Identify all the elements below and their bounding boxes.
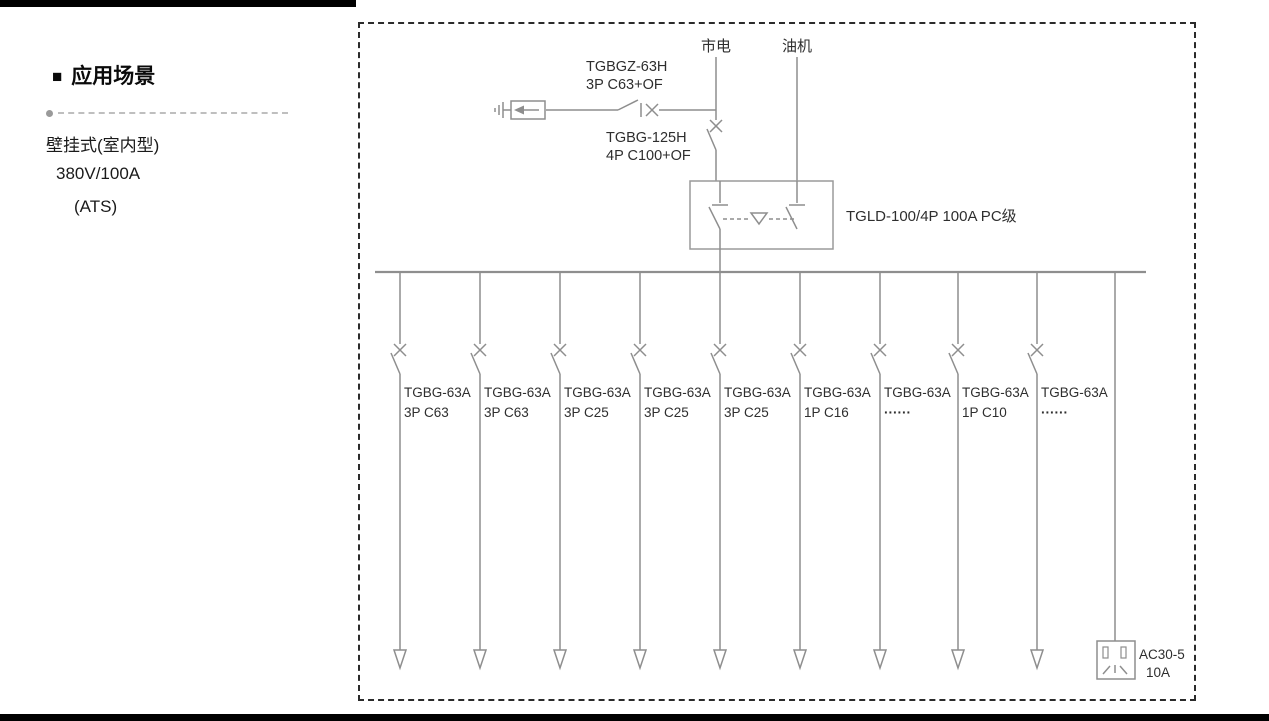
main-breaker-spec: 4P C100+OF bbox=[606, 148, 691, 164]
spd-breaker-spec: 3P C63+OF bbox=[586, 77, 663, 93]
feeder-6-spec: 1P C16 bbox=[804, 405, 849, 420]
feeder-3-line bbox=[550, 271, 567, 669]
feeder-3-model: TGBG-63A bbox=[564, 385, 631, 400]
mains-line bbox=[706, 57, 723, 181]
top-edge-bar bbox=[0, 0, 356, 7]
feeder-6-line bbox=[790, 271, 807, 669]
separator-dot-icon bbox=[46, 110, 53, 117]
ats-switch bbox=[689, 180, 834, 272]
feeder-7-spec: ······ bbox=[884, 405, 911, 420]
ats-box bbox=[689, 180, 834, 250]
feeder-4-model: TGBG-63A bbox=[644, 385, 711, 400]
socket-feeder bbox=[1096, 272, 1136, 680]
feeder-1-spec: 3P C63 bbox=[404, 405, 449, 420]
feeder-2-line bbox=[470, 271, 487, 669]
square-bullet-icon: ■ bbox=[52, 67, 63, 86]
sidebar: ■ 应用场景 壁挂式(室内型) 380V/100A (ATS) bbox=[0, 0, 350, 721]
feeder-2-spec: 3P C63 bbox=[484, 405, 529, 420]
spd-branch bbox=[494, 99, 716, 120]
section-heading: ■ 应用场景 bbox=[52, 60, 155, 90]
socket-rating-label: 10A bbox=[1146, 665, 1170, 680]
ats-mechanism-icon bbox=[749, 212, 769, 226]
rating-label: 380V/100A bbox=[56, 164, 141, 183]
feeder-7-model: TGBG-63A bbox=[884, 385, 951, 400]
feeder-1-model: TGBG-63A bbox=[404, 385, 471, 400]
feeder-2-model: TGBG-63A bbox=[484, 385, 551, 400]
spd-breaker-model: TGBGZ-63H bbox=[586, 59, 667, 75]
generator-label: 油机 bbox=[782, 38, 812, 55]
main-breaker-model: TGBG-125H bbox=[606, 130, 687, 146]
feeder-3-spec: 3P C25 bbox=[564, 405, 609, 420]
feeder-7-line bbox=[870, 271, 887, 669]
diagram-dashed-border bbox=[358, 22, 1196, 701]
feeder-5-spec: 3P C25 bbox=[724, 405, 769, 420]
feeder-8-line bbox=[948, 271, 965, 669]
bottom-edge-bar bbox=[0, 714, 1269, 721]
feeder-8-model: TGBG-63A bbox=[962, 385, 1029, 400]
spd-arrow-icon bbox=[514, 105, 524, 115]
feeder-6-model: TGBG-63A bbox=[804, 385, 871, 400]
feeder-9-spec: ······ bbox=[1041, 405, 1068, 420]
ats-type-label: (ATS) bbox=[74, 197, 118, 216]
feeder-4-line bbox=[630, 271, 647, 669]
feeder-4-spec: 3P C25 bbox=[644, 405, 689, 420]
mount-type-label: 壁挂式(室内型) bbox=[46, 136, 160, 155]
dashed-separator bbox=[46, 110, 288, 117]
feeder-9-line bbox=[1027, 271, 1044, 669]
mains-label: 市电 bbox=[701, 38, 731, 55]
socket-model-label: AC30-5 bbox=[1139, 647, 1185, 662]
feeder-5-model: TGBG-63A bbox=[724, 385, 791, 400]
feeder-9-model: TGBG-63A bbox=[1041, 385, 1108, 400]
feeder-1-line bbox=[390, 271, 407, 669]
section-heading-text: 应用场景 bbox=[71, 65, 156, 88]
ats-label: TGLD-100/4P 100A PC级 bbox=[846, 208, 1017, 225]
feeder-5-line bbox=[710, 271, 727, 669]
feeder-8-spec: 1P C10 bbox=[962, 405, 1007, 420]
